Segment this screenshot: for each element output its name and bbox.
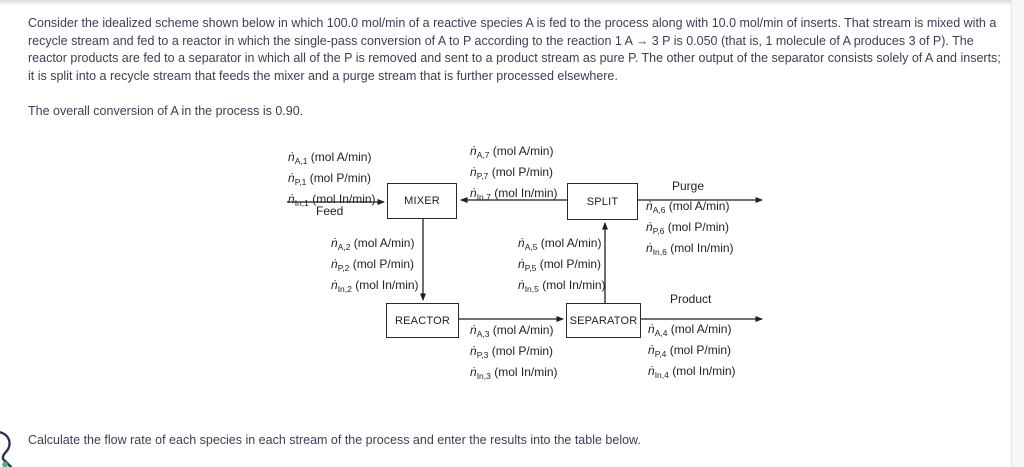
calculate-instruction: Calculate the flow rate of each species … [28, 433, 641, 447]
stream-3-labels: ṅA,3 (mol A/min) ṅP,3 (mol P/min) ṅIn,3 (m… [470, 322, 558, 385]
reactor-label: REACTOR [395, 314, 450, 327]
stream-flow-label: ṅA,5 (mol A/min) [518, 236, 602, 252]
mouse-cursor [0, 428, 24, 467]
stream-flow-label: ṅA,6 (mol A/min) [646, 199, 730, 215]
stream-flow-label: ṅP,1 (mol P/min) [288, 171, 372, 187]
stream-2-labels: ṅA,2 (mol A/min) ṅP,2 (mol P/min) ṅIn,2 (m… [331, 235, 419, 298]
stream-flow-label: ṅIn,2 (mol In/min) [331, 278, 419, 294]
reactor-box: REACTOR [386, 303, 459, 338]
stream-flow-label: ṅP,7 (mol P/min) [470, 165, 554, 181]
stream-flow-label: ṅIn,1 (mol In/min) [288, 192, 376, 208]
stream-flow-label: ṅP,3 (mol P/min) [470, 344, 554, 360]
stream-flow-label: ṅA,3 (mol A/min) [470, 323, 554, 339]
mixer-label: MIXER [404, 195, 440, 207]
stream-7-labels: ṅA,7 (mol A/min) ṅP,7 (mol P/min) ṅIn,7 (m… [470, 143, 558, 206]
split-label: SPLIT [586, 195, 619, 208]
stream-flow-label: ṅIn,3 (mol In/min) [470, 365, 558, 381]
stream-flow-label: ṅIn,6 (mol In/min) [646, 241, 734, 257]
separator-label: SEPARATOR [569, 314, 638, 327]
problem-statement: Consider the idealized scheme shown belo… [28, 16, 1001, 83]
mixer-box: MIXER [387, 183, 457, 219]
stream-6-labels: ṅA,6 (mol A/min) ṅP,6 (mol P/min) ṅIn,6 (m… [646, 198, 734, 261]
top-edge-divider [0, 0, 1024, 5]
stream-flow-label: ṅA,1 (mol A/min) [288, 150, 372, 166]
overall-conversion-statement: The overall conversion of A in the proce… [28, 104, 304, 118]
separator-box: SEPARATOR [566, 303, 641, 338]
stream-flow-label: ṅIn,7 (mol In/min) [470, 186, 558, 202]
purge-stream-title: Purge [672, 179, 705, 193]
feed-stream-title: Feed [316, 204, 344, 218]
cursor-dot [2, 461, 8, 467]
stream-flow-label: ṅA,4 (mol A/min) [648, 322, 732, 338]
stream-4-labels: ṅA,4 (mol A/min) ṅP,4 (mol P/min) ṅIn,4 (m… [648, 321, 736, 384]
split-box: SPLIT [567, 183, 638, 220]
product-stream-title: Product [670, 292, 712, 306]
stream-flow-label: ṅP,6 (mol P/min) [646, 220, 730, 236]
cursor-icon [0, 431, 13, 467]
stream-flow-label: ṅP,5 (mol P/min) [518, 257, 602, 273]
stream-flow-label: ṅP,4 (mol P/min) [648, 343, 732, 359]
stream-flow-label: ṅA,7 (mol A/min) [470, 144, 554, 160]
stream-flow-label: ṅIn,4 (mol In/min) [648, 364, 736, 380]
stream-5-labels: ṅA,5 (mol A/min) ṅP,5 (mol P/min) ṅIn,5 (m… [518, 235, 606, 298]
right-gutter [1011, 0, 1024, 467]
stream-flow-label: ṅP,2 (mol P/min) [331, 257, 415, 273]
stream-flow-label: ṅIn,5 (mol In/min) [518, 278, 606, 294]
stream-flow-label: ṅA,2 (mol A/min) [331, 236, 415, 252]
stream-1-labels: ṅA,1 (mol A/min) ṅP,1 (mol P/min) ṅIn,1 (m… [288, 149, 376, 212]
